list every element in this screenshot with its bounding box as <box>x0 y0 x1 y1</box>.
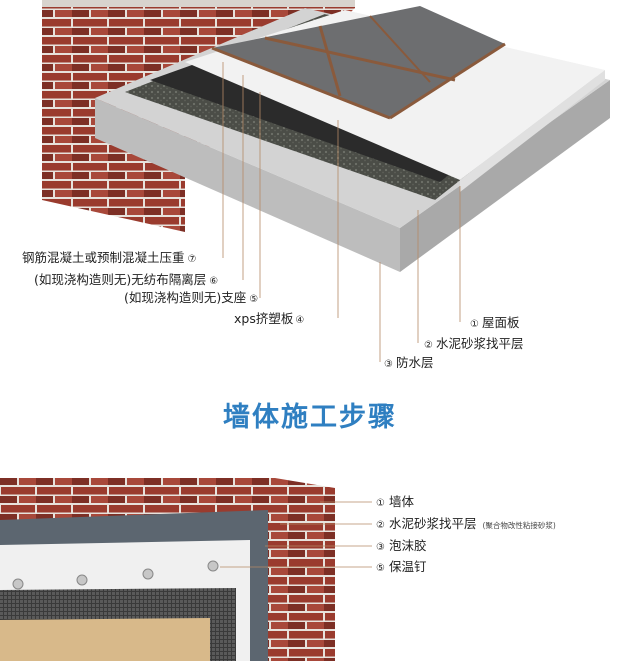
roof-slab-side <box>400 80 610 272</box>
insulation-nail-icon <box>142 568 154 580</box>
roof-diagram <box>42 0 610 272</box>
roof-leader-lines <box>222 62 461 362</box>
wall-board-layer <box>0 618 210 661</box>
insulation-nail-icon <box>76 574 88 586</box>
wall-cap <box>42 0 355 7</box>
insulation-nail-icon <box>207 560 219 572</box>
wall-leader-lines <box>220 501 372 568</box>
insulation-nail-icon <box>12 578 24 590</box>
wall-diagram <box>0 478 335 661</box>
section-title: 墙体施工步骤 <box>223 402 397 433</box>
roof-slab-front <box>95 98 400 272</box>
roof-xps-edge <box>460 70 605 192</box>
